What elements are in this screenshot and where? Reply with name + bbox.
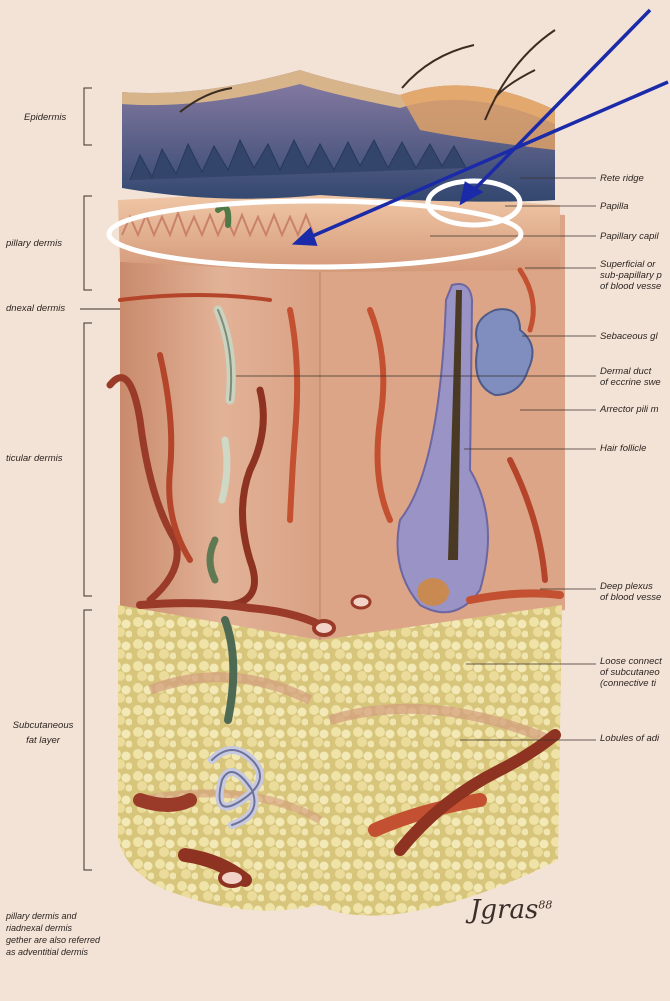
label-arrector-pili: Arrector pili m: [600, 404, 659, 415]
artist-signature: Jgras88: [470, 895, 552, 925]
label-subcutaneous: Subcutaneous: [6, 720, 80, 731]
subcutaneous-fat: [118, 605, 562, 916]
label-loose-connective-1: Loose connect: [600, 656, 662, 667]
label-epidermis: Epidermis: [24, 112, 66, 123]
label-rete-ridge: Rete ridge: [600, 173, 644, 184]
label-hair-follicle: Hair follicle: [600, 443, 646, 454]
label-fat-layer: fat layer: [6, 735, 80, 746]
label-loose-connective-2: of subcutaneo: [600, 667, 660, 678]
label-deep-plexus-1: Deep plexus: [600, 581, 653, 592]
label-reticular-dermis: ticular dermis: [6, 453, 63, 464]
label-superficial-plexus-3: of blood vesse: [600, 281, 661, 292]
label-superficial-plexus-1: Superficial or: [600, 259, 655, 270]
label-loose-connective-3: (connective ti: [600, 678, 656, 689]
label-dermal-duct-1: Dermal duct: [600, 366, 651, 377]
signature-name: Jgras: [470, 895, 538, 925]
signature-year: 88: [538, 898, 552, 911]
label-papilla: Papilla: [600, 201, 629, 212]
label-dermal-duct-2: of eccrine swe: [600, 377, 661, 388]
label-sebaceous-gland: Sebaceous gl: [600, 331, 658, 342]
label-adnexal-dermis: dnexal dermis: [6, 303, 65, 314]
label-papillary-dermis: pillary dermis: [6, 238, 62, 249]
label-papillary-capillaries: Papillary capil: [600, 231, 659, 242]
label-lobules-adipocytes: Lobules of adi: [600, 733, 659, 744]
footnote: pillary dermis and riadnexal dermis geth…: [6, 910, 100, 958]
label-deep-plexus-2: of blood vesse: [600, 592, 661, 603]
label-superficial-plexus-2: sub-papillary p: [600, 270, 662, 281]
